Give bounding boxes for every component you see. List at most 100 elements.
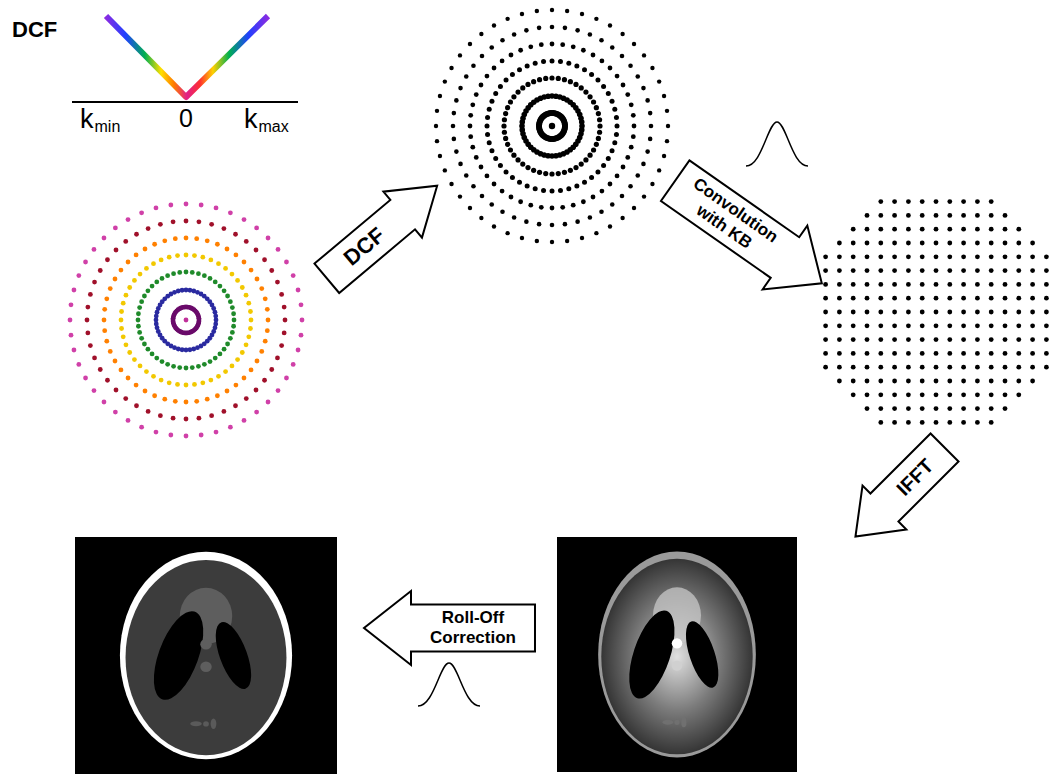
sample-dot xyxy=(171,219,176,224)
axis-subscript: max xyxy=(259,119,289,135)
grid-dot xyxy=(947,392,952,397)
sample-dot xyxy=(589,175,594,180)
sample-dot xyxy=(242,376,247,381)
sample-dot xyxy=(208,276,213,281)
sample-dot xyxy=(539,42,544,47)
grid-dot xyxy=(1003,379,1008,384)
sample-dot xyxy=(242,217,247,222)
sample-dot xyxy=(208,378,213,383)
sample-dot xyxy=(249,268,254,273)
sample-dot xyxy=(279,343,284,348)
sample-dot xyxy=(284,260,289,265)
sample-dot xyxy=(299,302,304,307)
sample-dot xyxy=(562,77,567,82)
sample-dot xyxy=(92,280,97,285)
sample-dot xyxy=(458,162,463,167)
sample-dot xyxy=(625,92,630,97)
grid-dot xyxy=(892,199,897,204)
sample-dot xyxy=(650,182,654,186)
sample-dot xyxy=(493,91,498,96)
grid-dot xyxy=(934,282,939,287)
sample-dot xyxy=(216,374,221,379)
sample-dot xyxy=(159,378,164,383)
sample-dot xyxy=(587,94,592,99)
rolloff-kernel-symbol xyxy=(418,663,480,706)
grid-dot xyxy=(934,199,939,204)
grid-dot xyxy=(947,254,952,259)
sample-dot xyxy=(631,134,636,139)
sample-dot xyxy=(165,362,170,367)
sample-dot xyxy=(146,288,151,293)
sample-dot xyxy=(248,326,253,331)
sample-dot xyxy=(614,132,619,137)
grid-dot xyxy=(947,268,952,273)
cartesian-grid-samples xyxy=(823,199,1049,425)
grid-dot xyxy=(1030,323,1035,328)
grid-dot xyxy=(892,351,897,356)
sample-dot xyxy=(558,188,563,193)
grid-dot xyxy=(975,199,980,204)
sample-dot xyxy=(199,433,204,438)
grid-dot xyxy=(975,254,980,259)
sample-dot xyxy=(228,336,233,341)
sample-dot xyxy=(556,171,561,176)
sample-dot xyxy=(518,48,523,53)
grid-dot xyxy=(851,254,856,259)
grid-dot xyxy=(1003,351,1008,356)
sample-dot xyxy=(240,285,245,290)
grid-dot xyxy=(1003,392,1008,397)
grid-dot xyxy=(947,365,952,370)
grid-dot xyxy=(934,337,939,342)
sample-dot xyxy=(550,240,554,244)
grid-dot xyxy=(961,199,966,204)
sample-dot xyxy=(632,124,637,129)
sample-dot xyxy=(562,121,568,127)
grid-dot xyxy=(865,282,870,287)
grid-dot xyxy=(892,310,897,315)
sample-dot xyxy=(645,149,650,154)
sample-dot xyxy=(498,163,503,168)
sample-dot xyxy=(263,339,268,344)
sample-dot xyxy=(154,206,159,211)
grid-dot xyxy=(934,268,939,273)
sample-dot xyxy=(531,79,536,84)
grid-dot xyxy=(851,241,856,246)
sample-dot xyxy=(234,253,239,258)
sample-dot xyxy=(234,383,239,388)
grid-dot xyxy=(878,392,883,397)
grid-dot xyxy=(878,199,883,204)
sample-dot xyxy=(152,393,157,398)
grid-dot xyxy=(961,323,966,328)
sample-dot xyxy=(291,273,296,278)
sample-dot xyxy=(72,348,77,353)
sample-dot xyxy=(614,115,619,120)
sample-dot xyxy=(451,124,456,129)
grid-dot xyxy=(1044,254,1049,259)
sample-dot xyxy=(124,293,129,298)
sample-dot xyxy=(568,79,573,84)
sample-dot xyxy=(560,42,565,47)
sample-dot xyxy=(597,117,602,122)
sample-dot xyxy=(197,219,202,224)
grid-dot xyxy=(865,296,870,301)
sample-dot xyxy=(543,171,548,176)
sample-dot xyxy=(597,130,602,135)
sample-dot xyxy=(438,154,442,158)
sample-dot xyxy=(299,333,304,338)
sample-dot xyxy=(254,248,259,253)
sample-dot xyxy=(579,161,584,166)
grid-dot xyxy=(906,323,911,328)
sample-dot xyxy=(510,72,515,77)
sample-dot xyxy=(85,305,90,310)
sample-dot xyxy=(173,399,178,404)
sample-dot xyxy=(594,231,598,235)
sample-dot xyxy=(300,318,305,323)
grid-dot xyxy=(1003,296,1008,301)
sample-dot xyxy=(543,76,548,81)
grid-dot xyxy=(989,296,994,301)
sample-dot xyxy=(121,334,126,339)
grid-dot xyxy=(1044,268,1049,273)
grid-dot xyxy=(1030,254,1035,259)
sample-dot xyxy=(443,168,447,172)
sample-dot xyxy=(621,165,626,170)
